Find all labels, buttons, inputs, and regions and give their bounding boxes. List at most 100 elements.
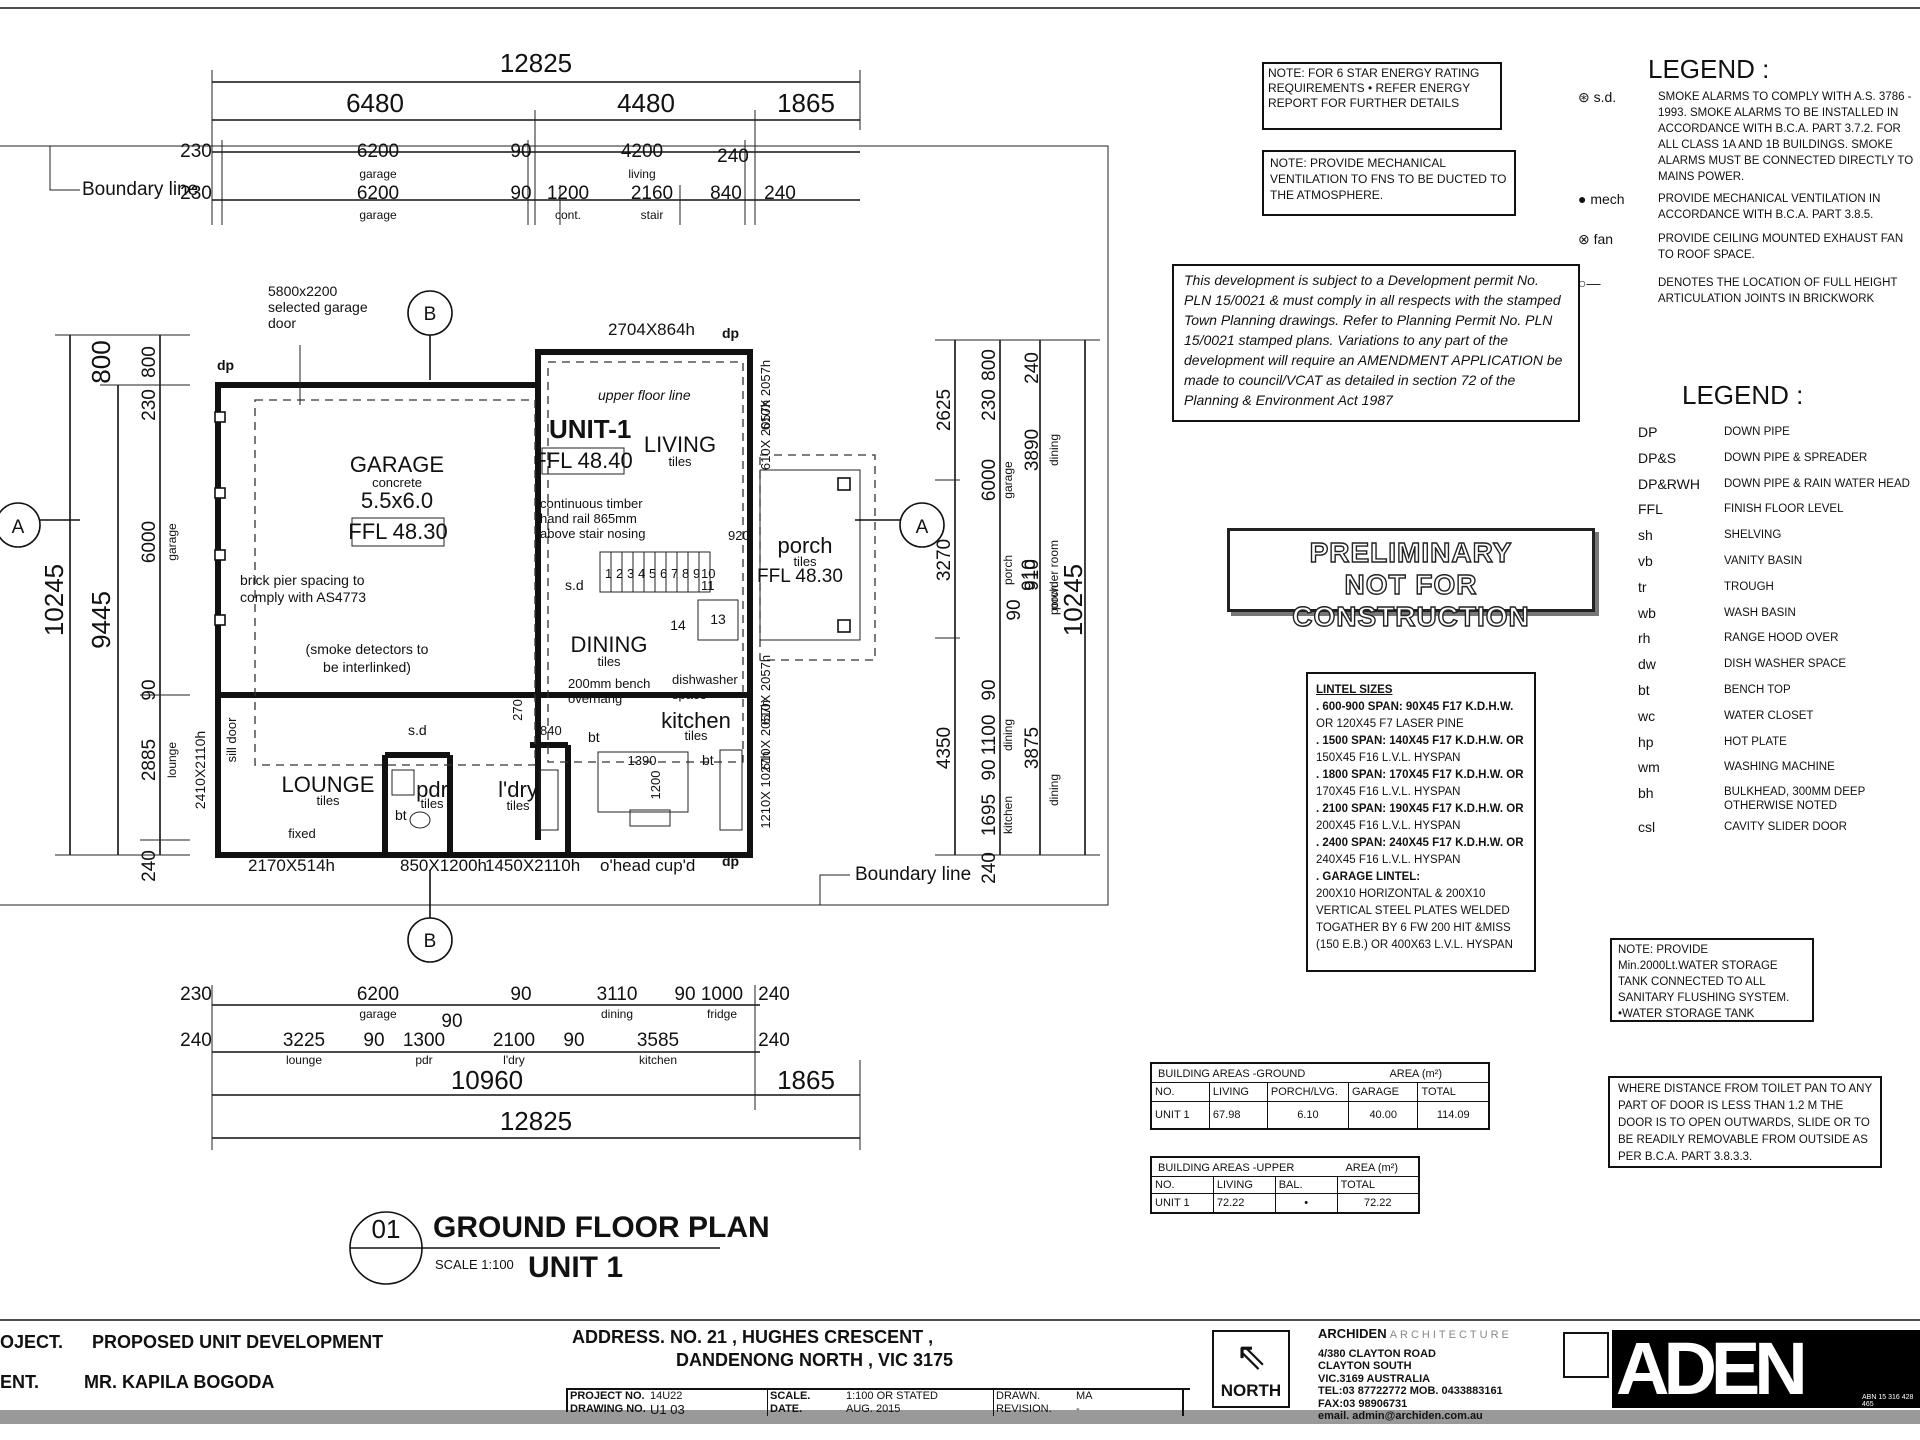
note-fixed: fixed — [288, 826, 315, 841]
legend-2: LEGEND : — [1638, 380, 1920, 417]
stair-13: 13 — [710, 611, 726, 627]
dim-left-b5: 240 — [139, 850, 160, 882]
date-value: AUG. 2015 — [844, 1403, 994, 1416]
project-no-label: PROJECT NO. — [570, 1390, 645, 1402]
dim-r2-6: 240 — [764, 183, 796, 204]
legend-2-abbr: wm — [1638, 759, 1660, 776]
plan-title: GROUND FLOOR PLAN — [433, 1211, 770, 1244]
note-w-bottom3: 1450X2110h — [485, 856, 580, 875]
stair-num-9: 9 — [693, 566, 700, 581]
legend-2-desc: DOWN PIPE & SPREADER — [1724, 451, 1868, 464]
legend-2-desc: FINISH FLOOR LEVEL — [1724, 503, 1844, 516]
dim-right-sub0: garage — [1001, 461, 1015, 499]
au-r1: 72.22 — [1214, 1194, 1276, 1212]
title-block: OJECT. PROPOSED UNIT DEVELOPMENT ENT. MR… — [0, 1322, 1920, 1422]
legend-1-text-3: DENOTES THE LOCATION OF FULL HEIGHT ARTI… — [1658, 277, 1898, 305]
legend-1-sym-0: s.d. — [1593, 89, 1617, 105]
dim-right-b3: 90 — [1004, 599, 1025, 620]
address: ADDRESS. NO. 21 , HUGHES CRESCENT , DAND… — [572, 1326, 953, 1372]
dim-left-inner: 9445 — [86, 591, 116, 649]
dim-right-c1: 3890 — [1022, 429, 1043, 471]
address-line1: NO. 21 , HUGHES CRESCENT , — [670, 1327, 934, 1347]
dim-right-c3: 3875 — [1022, 727, 1043, 769]
ag-h4: TOTAL — [1418, 1083, 1488, 1102]
dim-b1-3: 3110 — [597, 984, 638, 1005]
lintel-lines: . 600-900 SPAN: 90X45 F17 K.D.H.W.OR 120… — [1316, 699, 1526, 954]
golden-spiral-icon — [1563, 1332, 1609, 1378]
note-w-right-3: 610X 2057h — [758, 700, 773, 770]
note-smoke: (smoke detectors to be interlinked) — [305, 641, 429, 675]
legend-2-desc: BULKHEAD, 300MM DEEP OTHERWISE NOTED — [1724, 786, 1866, 813]
note-bt-1: bt — [588, 729, 600, 745]
section-b-top: B — [424, 304, 437, 325]
permit-note: This development is subject to a Develop… — [1172, 264, 1580, 422]
areas-ground-title: BUILDING AREAS -GROUND — [1158, 1068, 1306, 1080]
note-sd-2: s.d — [408, 722, 427, 738]
boundary-frame — [0, 145, 1109, 906]
preliminary-stamp: PRELIMINARY NOT FOR CONSTRUCTION — [1227, 528, 1595, 633]
right-dimensions: 2625 3270 4350 800 230 6000 90 910 90 11… — [934, 339, 1100, 884]
note-brick-pier: brick pier spacing to comply with AS4773 — [240, 572, 367, 605]
permit-note-text: This development is subject to a Develop… — [1184, 272, 1563, 408]
project-name: PROPOSED UNIT DEVELOPMENT — [92, 1332, 384, 1352]
section-b-bottom: B — [424, 931, 437, 952]
note-garage-door: 5800x2200 selected garage door — [268, 283, 368, 331]
stair-num-3: 3 — [627, 566, 634, 581]
dim-right-sub2: dining — [1001, 719, 1015, 751]
dim-b2-3: 1300 — [403, 1030, 445, 1051]
boundary-label-1: Boundary line — [82, 179, 198, 200]
note-w-right-2: 610X 2057h — [758, 655, 773, 725]
dim-top-a: 6480 — [346, 88, 404, 118]
note-dp-2: dp — [722, 325, 739, 341]
lintel-line: 200X45 F16 L.V.L. HYSPAN — [1316, 820, 1461, 832]
au-r2: • — [1276, 1194, 1338, 1212]
dim-left-sub0: garage — [165, 523, 179, 561]
dim-r2-0: 230 — [180, 183, 212, 204]
dim-right-a2: 4350 — [934, 727, 955, 769]
legend-2-item: rh RANGE HOOD OVER — [1638, 626, 1920, 652]
dim-b2-7: 3585 — [637, 1030, 679, 1051]
note-w-right-1: 610X 2057h — [758, 400, 773, 470]
legend-1-item-3: ○— DENOTES THE LOCATION OF FULL HEIGHT A… — [1578, 275, 1918, 307]
stair-num-5: 5 — [649, 566, 656, 581]
dim-r2-sub-1: cont. — [555, 208, 581, 222]
lintel-line: . 2400 SPAN: 240X45 F17 K.D.H.W. OR — [1316, 837, 1524, 849]
section-markers: A A B B — [0, 290, 945, 963]
au-h0: NO. — [1152, 1177, 1214, 1194]
toilet-note: WHERE DISTANCE FROM TOILET PAN TO ANY PA… — [1608, 1076, 1882, 1168]
lintel-line: . 1800 SPAN: 170X45 F17 K.D.H.W. OR — [1316, 769, 1524, 781]
smoke-alarm-icon: ⊛ — [1578, 89, 1590, 105]
ag-r2: 6.10 — [1268, 1102, 1349, 1128]
stair-nums: 1 — [605, 566, 612, 581]
dim-left-b4: 2885 — [139, 739, 160, 781]
dim-b1-0: 230 — [180, 984, 212, 1005]
dim-left-b2: 6000 — [139, 521, 160, 563]
legend-2-abbr: rh — [1638, 630, 1651, 647]
legend-2-item: DP&S DOWN PIPE & SPREADER — [1638, 446, 1920, 472]
note-w-right-0: 610X 2057h — [758, 360, 773, 430]
plan-subtitle: UNIT 1 — [528, 1251, 623, 1284]
stair-num-6: 6 — [660, 566, 667, 581]
legend-2-desc: WATER CLOSET — [1724, 709, 1814, 722]
dim-left-b0: 800 — [139, 346, 160, 378]
lintel-line: 150X45 F16 L.V.L. HYSPAN — [1316, 752, 1461, 764]
dim-left-a: 800 — [86, 340, 116, 383]
legend-2-abbr: DP&S — [1638, 449, 1677, 466]
dim-right-c0: 240 — [1022, 352, 1043, 384]
firm-addr-1: CLAYTON SOUTH — [1318, 1360, 1412, 1372]
note-bench: 200mm bench overhang — [568, 676, 651, 706]
building-walls: 13 14 1 2 3 4 5 6 7 8 9 10 11 1390 1200 — [214, 349, 876, 858]
legend-2-desc: RANGE HOOD OVER — [1724, 632, 1839, 645]
au-h1: LIVING — [1213, 1177, 1276, 1194]
legend-2-abbr: bt — [1638, 681, 1650, 698]
abn: ABN 15 316 428 465 — [1862, 1394, 1920, 1408]
room-porch-floor: tiles — [793, 554, 817, 569]
room-garage-floor: concrete — [372, 475, 422, 490]
